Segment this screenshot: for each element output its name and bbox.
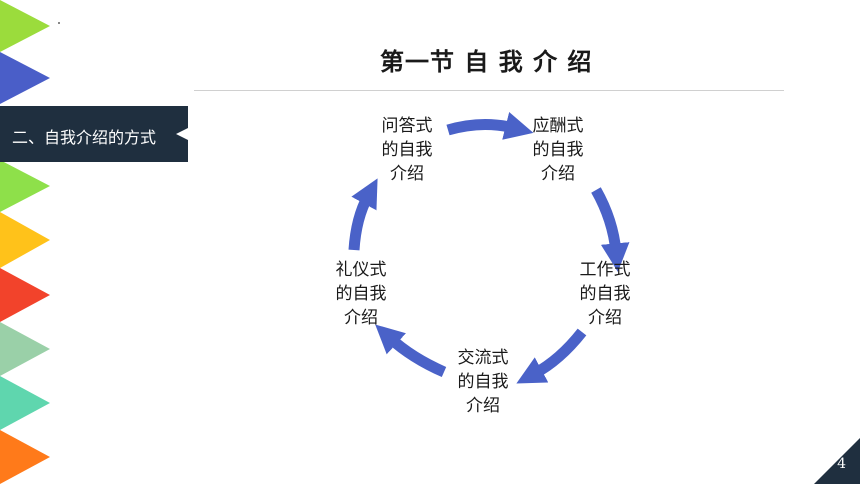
triangle-blue-1: [0, 52, 50, 104]
node-ritual-line1: 礼仪式: [335, 260, 387, 280]
page-title: 第一节 自 我 介 绍: [380, 48, 593, 76]
triangle-lime-1: [0, 0, 50, 52]
node-social-line1: 应酬式: [532, 116, 584, 136]
node-ritual: 礼仪式 的自我 介绍: [326, 258, 396, 330]
decorative-dot: [58, 22, 60, 24]
section-notch: [176, 128, 188, 140]
page-number: 4: [837, 456, 846, 472]
node-qa-line1: 问答式: [381, 116, 433, 136]
node-social-line3: 介绍: [541, 164, 575, 184]
arrow-work-to-chat: [516, 328, 587, 384]
arrow-qa-to-social: [446, 112, 534, 140]
node-chat-line1: 交流式: [457, 348, 509, 368]
arrow-social-to-work: [591, 187, 630, 272]
node-social-line2: 的自我: [532, 140, 584, 160]
arrow-chat-to-ritual: [375, 324, 447, 378]
decorative-triangle-strip: [0, 0, 50, 484]
triangle-sage: [0, 322, 50, 376]
section-label: 二、自我介绍的方式: [12, 128, 157, 147]
node-ritual-line3: 介绍: [344, 308, 378, 328]
node-qa-line2: 的自我: [381, 140, 433, 160]
triangle-orange: [0, 430, 50, 484]
triangle-lime-2: [0, 160, 50, 212]
title-divider: [194, 90, 784, 91]
node-ritual-line2: 的自我: [335, 284, 387, 304]
node-social: 应酬式 的自我 介绍: [523, 114, 593, 186]
node-chat: 交流式 的自我 介绍: [448, 346, 518, 418]
triangle-teal: [0, 376, 50, 430]
node-chat-line3: 介绍: [466, 396, 500, 416]
node-qa: 问答式 的自我 介绍: [372, 114, 442, 186]
node-qa-line3: 介绍: [390, 164, 424, 184]
triangle-red: [0, 268, 50, 322]
page-corner: [814, 438, 860, 484]
node-work: 工作式 的自我 介绍: [570, 258, 640, 330]
section-tag: 二、自我介绍的方式: [0, 106, 188, 162]
triangle-yellow: [0, 212, 50, 268]
node-work-line2: 的自我: [579, 284, 631, 304]
node-work-line1: 工作式: [579, 260, 631, 280]
arrow-ritual-to-qa: [348, 178, 378, 251]
node-chat-line2: 的自我: [457, 372, 509, 392]
node-work-line3: 介绍: [588, 308, 622, 328]
